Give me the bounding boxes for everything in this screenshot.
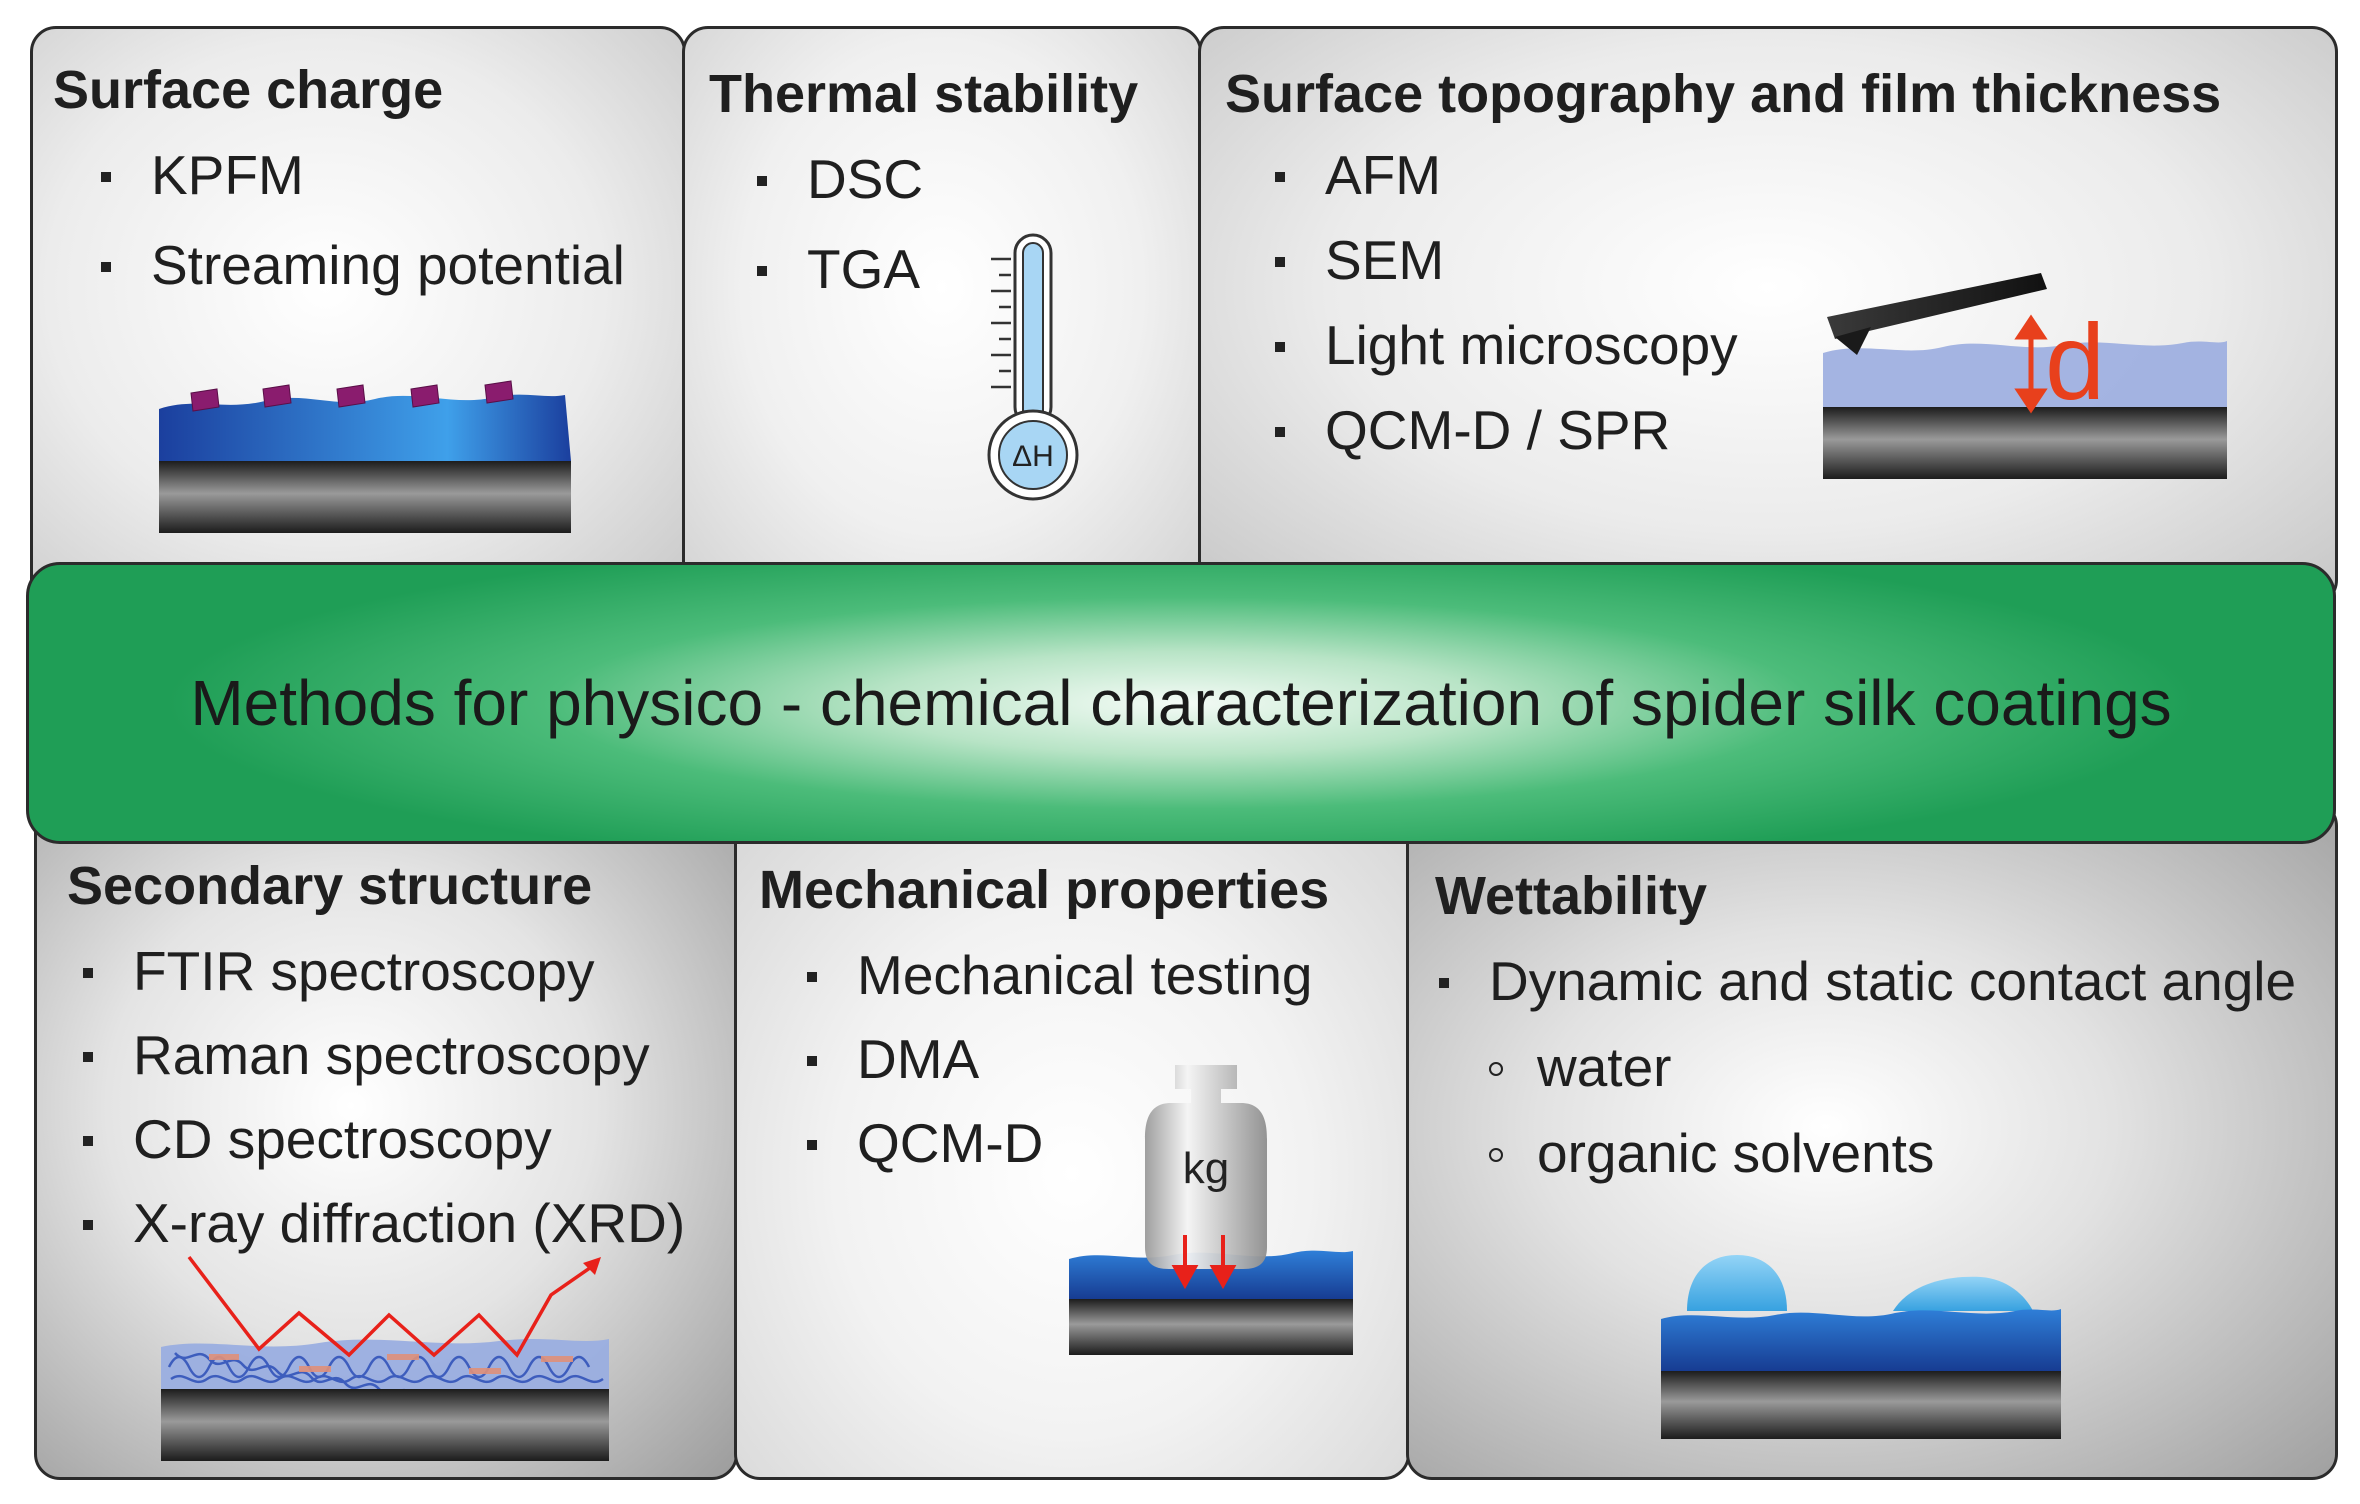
list-item: FTIR spectroscopy	[82, 943, 685, 999]
weight-label: kg	[1183, 1144, 1229, 1193]
list-item: Mechanical testing	[807, 944, 1313, 1006]
contact-angle-illustration	[1661, 1255, 2061, 1439]
delta-h-label: ΔH	[1012, 440, 1054, 473]
method-list: Mechanical testing DMA QCM-D	[807, 944, 1313, 1171]
panel-title: Surface charge	[53, 60, 444, 120]
weight-load-illustration: kg	[1069, 1065, 1353, 1355]
list-item: Light microscopy	[1275, 314, 1738, 376]
list-item: Streaming potential	[101, 234, 625, 296]
list-item: DSC	[756, 148, 924, 210]
afm-thickness-illustration: d	[1823, 273, 2227, 479]
panel-title: Thermal stability	[709, 64, 1139, 124]
list-item: DMA	[807, 1031, 1313, 1087]
panel-surface-charge: Surface charge KPFM Streaming potential	[30, 26, 686, 606]
charged-coating-illustration	[159, 380, 571, 533]
method-list: KPFM Streaming potential	[101, 147, 625, 296]
thickness-label: d	[2045, 301, 2105, 422]
list-item: KPFM	[101, 147, 625, 203]
central-banner: Methods for physico - chemical character…	[26, 562, 2336, 844]
thermometer-icon: ΔH	[987, 233, 1079, 501]
list-item: X-ray diffraction (XRD)	[82, 1192, 686, 1254]
banner-title: Methods for physico - chemical character…	[190, 667, 2172, 739]
list-item: TGA	[756, 241, 923, 297]
panel-wettability: Wettability Dynamic and static contact a…	[1406, 800, 2338, 1480]
list-subitem: organic solvents	[1488, 1125, 2296, 1181]
list-item: Raman spectroscopy	[82, 1027, 685, 1083]
list-item: QCM-D / SPR	[1275, 402, 1738, 458]
panel-surface-topography: Surface topography and film thickness AF…	[1198, 26, 2338, 606]
panel-title: Secondary structure	[67, 856, 593, 916]
list-item: SEM	[1275, 232, 1738, 288]
panel-mechanical-properties: Mechanical properties Mechanical testing…	[734, 800, 1410, 1480]
xrd-illustration	[161, 1255, 609, 1461]
method-list: Dynamic and static contact angle water o…	[1438, 950, 2297, 1181]
panel-title: Mechanical properties	[759, 860, 1330, 920]
method-list: DSC TGA	[756, 148, 924, 297]
panel-secondary-structure: Secondary structure FTIR spectroscopy Ra…	[34, 800, 738, 1480]
panel-title: Wettability	[1435, 866, 1708, 926]
panel-title: Surface topography and film thickness	[1225, 64, 2222, 124]
list-item: QCM-D	[807, 1115, 1313, 1171]
list-item: AFM	[1275, 147, 1738, 203]
method-list: AFM SEM Light microscopy QCM-D / SPR	[1275, 147, 1738, 458]
panel-thermal-stability: Thermal stability DSC TGA ΔH	[682, 26, 1202, 606]
list-subitem: water	[1488, 1039, 2296, 1095]
list-item: CD spectroscopy	[82, 1111, 685, 1167]
method-list: FTIR spectroscopy Raman spectroscopy CD …	[82, 943, 686, 1254]
list-item: Dynamic and static contact angle	[1438, 950, 2297, 1012]
